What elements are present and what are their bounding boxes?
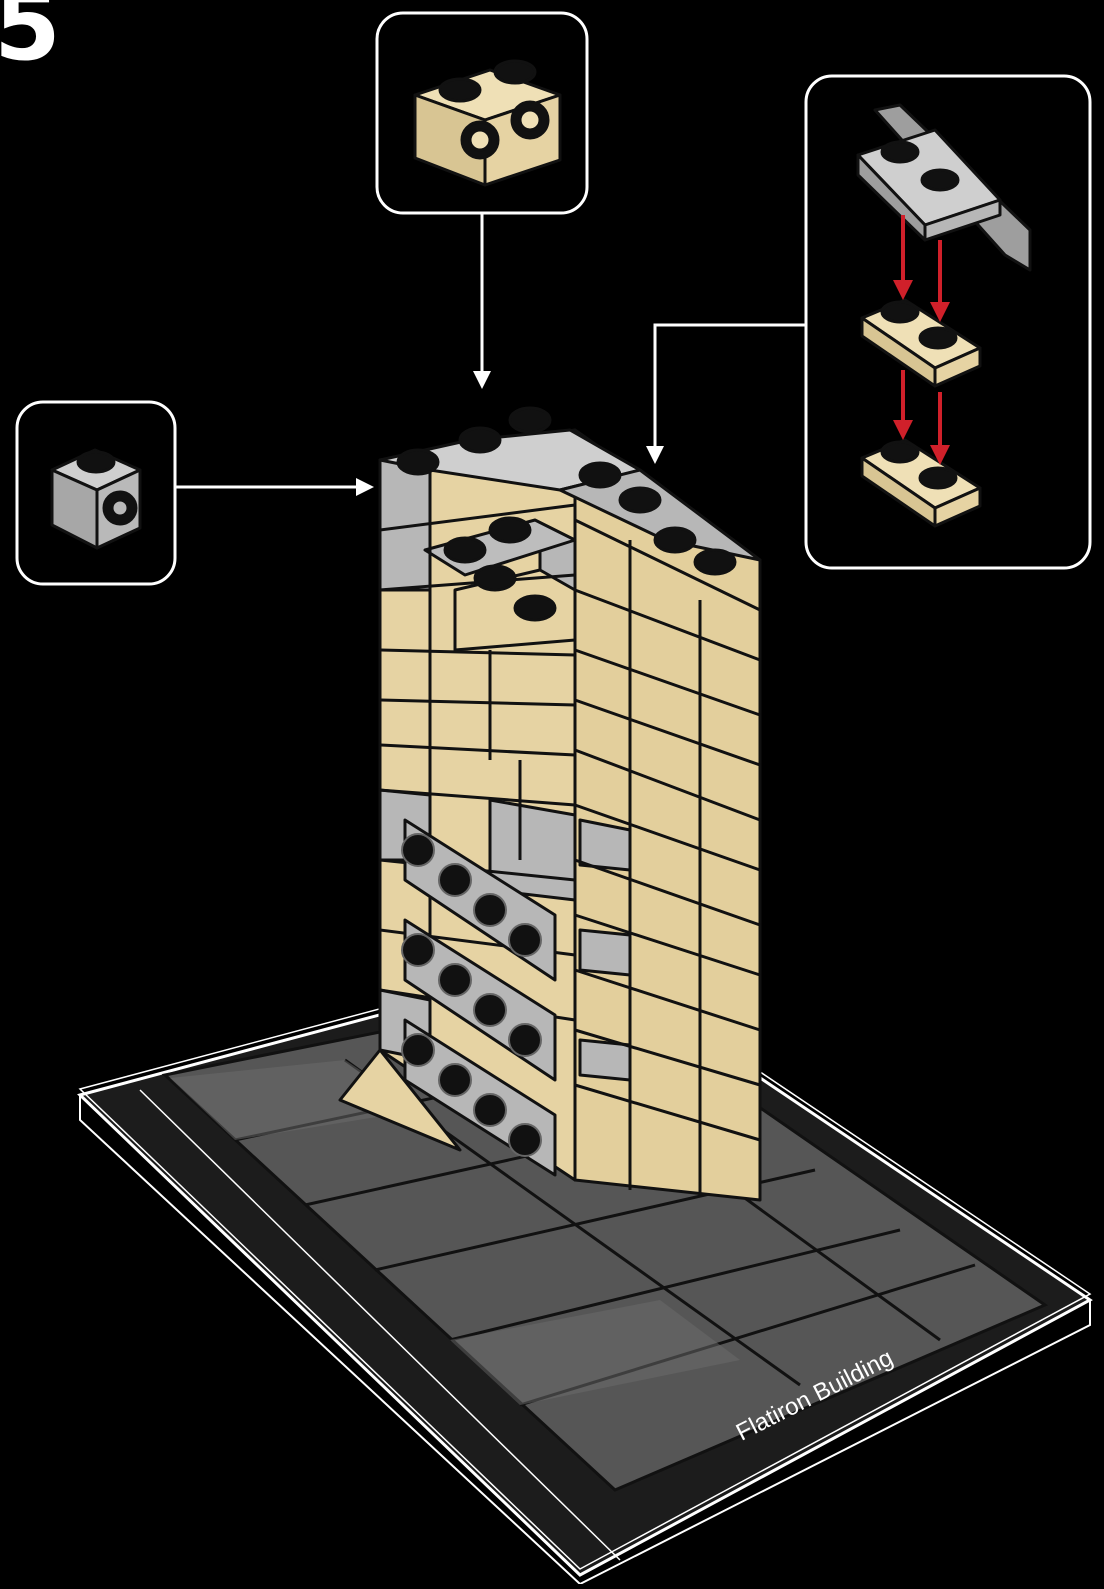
callout-brick-1x1-stud-on-side [17,402,365,584]
callout-brick-1x2-studs-on-side [377,13,587,380]
building-model [340,408,760,1200]
callout-subassembly-bracket-on-plates [655,76,1090,568]
brick-1x1-stud-on-side-icon [52,450,140,548]
step-number: 5 [0,0,61,74]
